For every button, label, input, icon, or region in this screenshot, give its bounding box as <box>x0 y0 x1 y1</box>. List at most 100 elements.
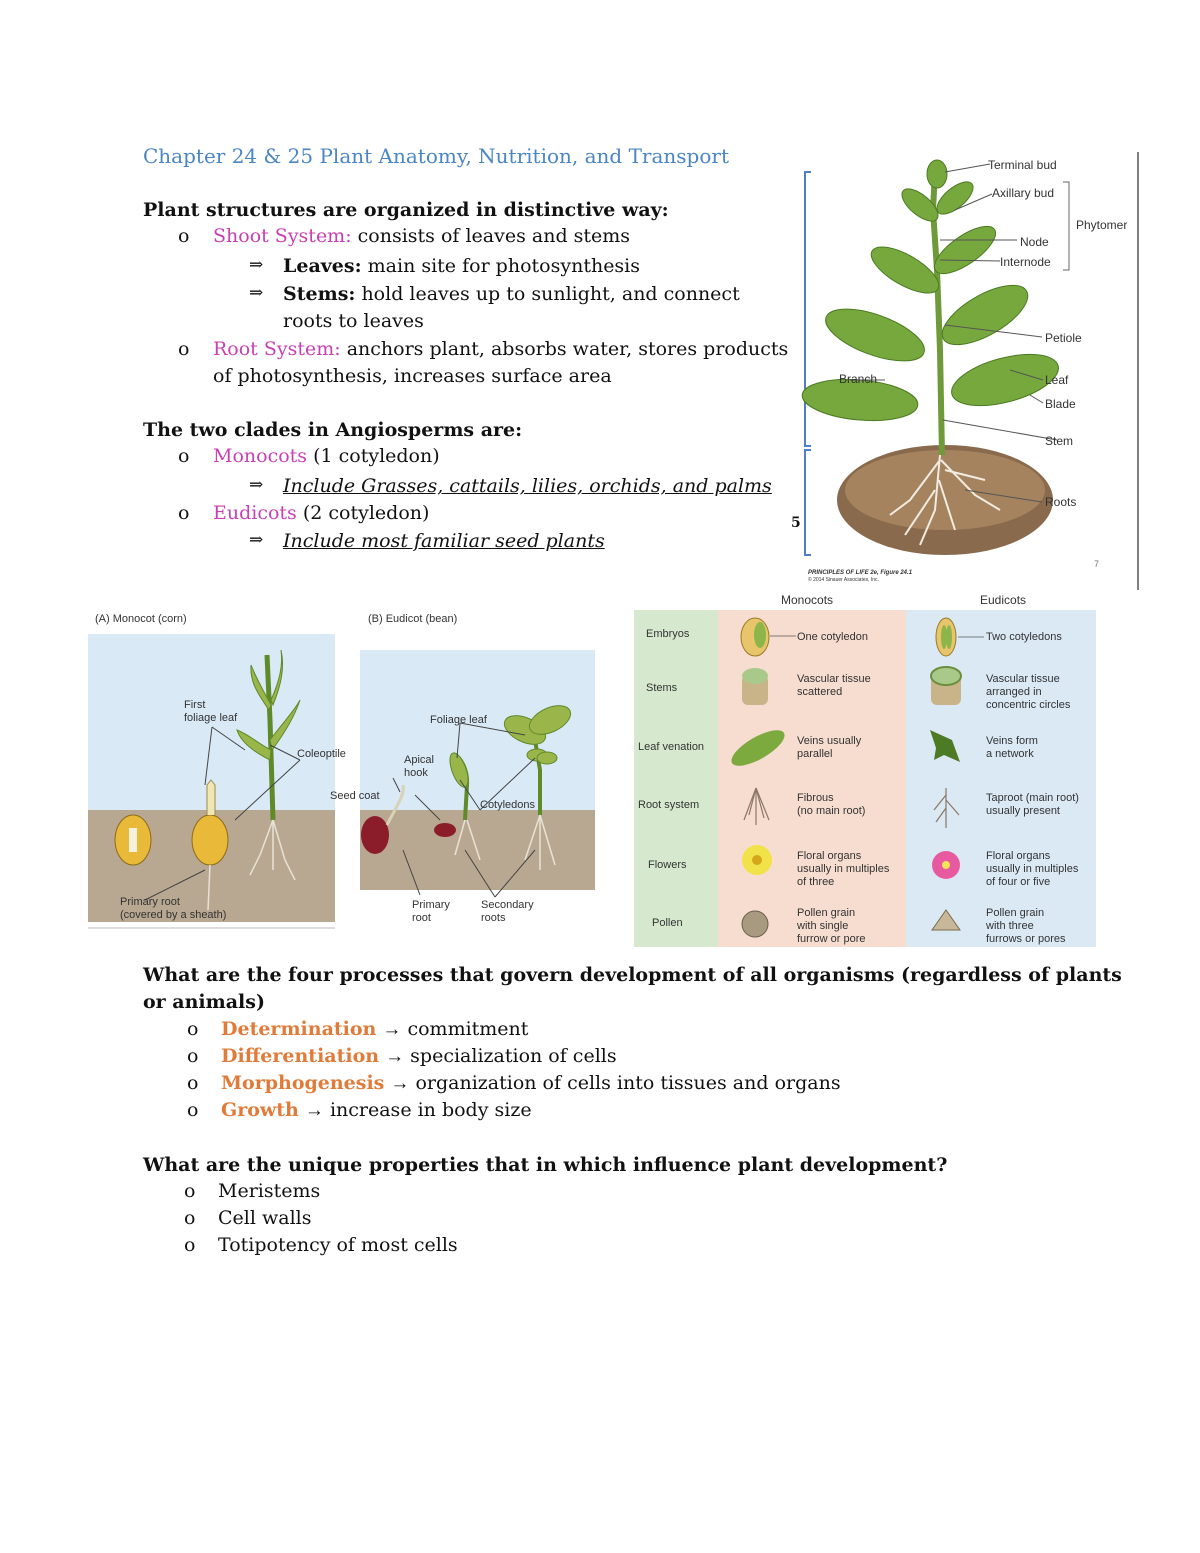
label-seed-coat: Seed coat <box>330 790 380 802</box>
label-phytomer: Phytomer <box>1076 218 1128 232</box>
bullet: o <box>178 225 190 247</box>
label-foliage-leaf-a: foliage leaf <box>184 712 238 724</box>
section-heading-processes: What are the four processes that govern … <box>143 964 1122 986</box>
label-hook: hook <box>404 767 428 779</box>
list-item-morphogenesis: Morphogenesis → organization of cells in… <box>221 1070 841 1097</box>
bullet: o <box>184 1180 196 1202</box>
cell-mono-pollen: Pollen grain with single furrow or pore <box>797 907 866 945</box>
label-first: First <box>184 699 206 711</box>
cell-eudi-leaf: Veins form a network <box>986 735 1038 760</box>
term-differentiation: Differentiation <box>221 1045 380 1067</box>
term-root-system: Root System: <box>213 338 341 360</box>
term-shoot-system: Shoot System: <box>213 225 352 247</box>
term-eudicots: Eudicots <box>213 502 297 524</box>
figure-copyright: © 2014 Sinauer Associates, Inc. <box>808 577 879 583</box>
label-leaf: Leaf <box>1045 373 1069 387</box>
arrow-bullet: ⇒ <box>249 530 264 550</box>
comparison-table: Monocots Eudicots Embryos Stems Leaf ven… <box>634 590 1096 948</box>
bullet: o <box>184 1207 196 1229</box>
definition-stems-cont: roots to leaves <box>283 310 424 332</box>
label-blade: Blade <box>1045 397 1076 411</box>
bullet: o <box>187 1045 199 1067</box>
list-item-growth: Growth → increase in body size <box>221 1097 532 1124</box>
label-coleoptile: Coleoptile <box>297 748 346 760</box>
cell-mono-stems: Vascular tissue scattered <box>797 673 871 698</box>
row-label-root-system: Root system <box>638 799 700 811</box>
label-terminal-bud: Terminal bud <box>988 158 1057 172</box>
arrow-icon: → <box>382 1019 402 1040</box>
definition-morphogenesis: organization of cells into tissues and o… <box>415 1072 841 1094</box>
section-heading-clades: The two clades in Angiosperms are: <box>143 419 523 441</box>
arrow-bullet: ⇒ <box>249 475 264 495</box>
term-monocots: Monocots <box>213 445 308 467</box>
stray-mark: 5 <box>791 515 801 531</box>
cell-eudi-root: Taproot (main root) usually present <box>986 792 1079 817</box>
column-header-monocots: Monocots <box>781 593 834 607</box>
row-label-stems: Stems <box>646 682 678 694</box>
seedling-b-title: (B) Eudicot (bean) <box>368 613 458 625</box>
definition-stems: hold leaves up to sunlight, and connect <box>355 283 740 305</box>
cell-eudi-stems: Vascular tissue arranged in concentric c… <box>986 673 1071 711</box>
term-determination: Determination <box>221 1018 377 1040</box>
cell-mono-leaf: Veins usually parallel <box>797 735 862 760</box>
bullet: o <box>187 1099 199 1121</box>
label-primary-root-a: Primary root <box>120 896 180 908</box>
definition-differentiation: specialization of cells <box>410 1045 617 1067</box>
bullet: o <box>178 445 190 467</box>
arrow-icon: → <box>390 1073 410 1094</box>
definition-root-system: anchors plant, absorbs water, stores pro… <box>340 338 789 360</box>
label-internode: Internode <box>1000 255 1051 269</box>
list-item-cell-walls: Cell walls <box>218 1207 312 1229</box>
eudicots-examples: Include most familiar seed plants <box>283 530 605 552</box>
term-growth: Growth <box>221 1099 299 1121</box>
list-item-root-system: Root System: anchors plant, absorbs wate… <box>213 336 788 363</box>
cell-mono-root: Fibrous (no main root) <box>797 792 866 817</box>
label-branch: Branch <box>839 372 878 386</box>
seedling-illustration <box>88 634 595 929</box>
list-item-shoot-system: Shoot System: consists of leaves and ste… <box>213 223 630 250</box>
cell-eudi-embryos: Two cotyledons <box>986 631 1062 643</box>
definition-shoot-system: consists of leaves and stems <box>351 225 631 247</box>
figure-page-number: 7 <box>1094 559 1100 569</box>
list-item-stems: Stems: hold leaves up to sunlight, and c… <box>283 281 740 308</box>
label-foliage-leaf-b: Foliage leaf <box>430 714 487 726</box>
definition-monocots: (1 cotyledon) <box>307 445 440 467</box>
label-roots: Roots <box>1045 495 1077 509</box>
arrow-icon: → <box>304 1100 324 1121</box>
plant-illustration <box>801 152 1139 590</box>
label-secondary: Secondary <box>481 899 534 911</box>
table-illustrations <box>731 617 984 938</box>
list-item-determination: Determination → commitment <box>221 1016 528 1043</box>
figure-credit: PRINCIPLES OF LIFE 2e, Figure 24.1 <box>808 570 913 576</box>
list-item-differentiation: Differentiation → specialization of cell… <box>221 1043 617 1070</box>
monocot-column <box>718 610 906 947</box>
cell-eudi-pollen: Pollen grain with three furrows or pores <box>986 907 1066 945</box>
list-item-meristems: Meristems <box>218 1180 321 1202</box>
cell-mono-embryos: One cotyledon <box>797 631 868 643</box>
label-cotyledons: Cotyledons <box>480 799 536 811</box>
label-primary: Primary <box>412 899 450 911</box>
term-morphogenesis: Morphogenesis <box>221 1072 385 1094</box>
label-sheath: (covered by a sheath) <box>120 909 227 921</box>
plant-anatomy-figure: Terminal bud Axillary bud Node Internode… <box>795 150 1140 590</box>
row-label-pollen: Pollen <box>652 917 683 929</box>
eudicot-column <box>906 610 1096 947</box>
label-stem: Stem <box>1045 434 1074 448</box>
section-heading-structures: Plant structures are organized in distin… <box>143 199 669 221</box>
row-label-embryos: Embryos <box>646 628 690 640</box>
list-item-monocots: Monocots (1 cotyledon) <box>213 443 440 470</box>
bullet: o <box>178 338 190 360</box>
label-axillary-bud: Axillary bud <box>992 186 1055 200</box>
monocots-examples: Include Grasses, cattails, lilies, orchi… <box>283 475 772 497</box>
label-root: root <box>412 912 431 924</box>
cell-eudi-flowers: Floral organs usually in multiples of fo… <box>986 850 1079 888</box>
list-item-totipotency: Totipotency of most cells <box>218 1234 458 1256</box>
seedling-a-title: (A) Monocot (corn) <box>95 613 187 625</box>
row-label-column <box>634 610 718 947</box>
row-label-flowers: Flowers <box>648 859 687 871</box>
definition-determination: commitment <box>407 1018 529 1040</box>
label-roots-b: roots <box>481 912 506 924</box>
definition-eudicots: (2 cotyledon) <box>296 502 430 524</box>
arrow-icon: → <box>385 1046 405 1067</box>
bullet: o <box>187 1018 199 1040</box>
